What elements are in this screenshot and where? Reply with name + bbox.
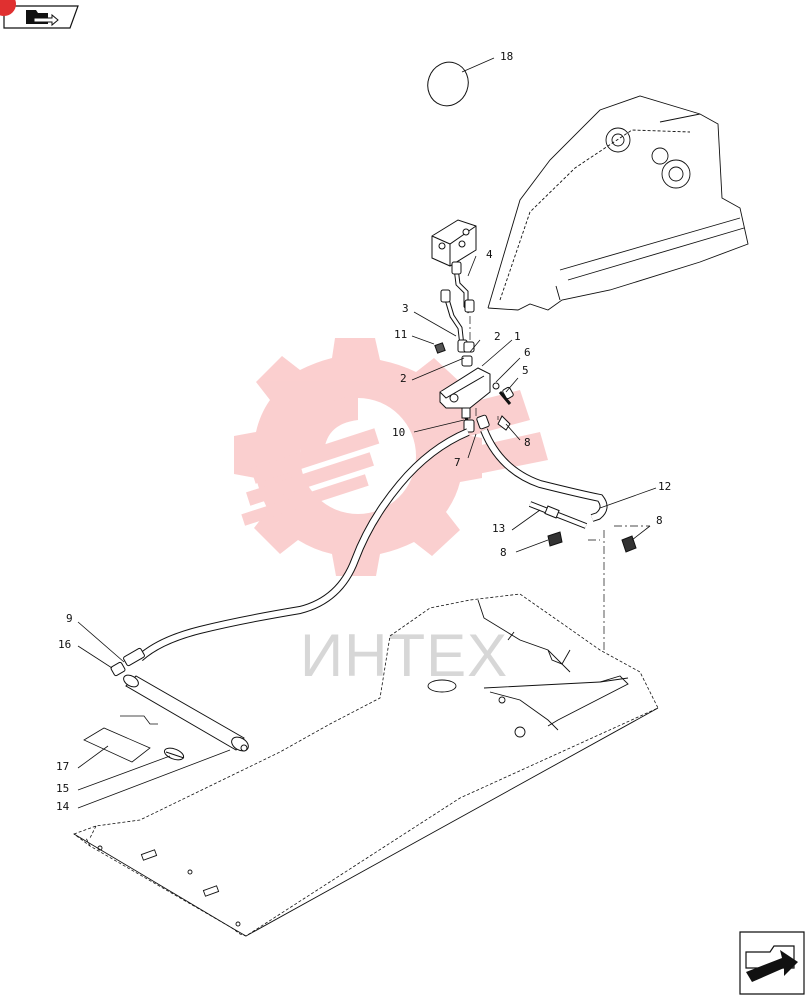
callout-9: 9 [66, 612, 73, 625]
hose-short [480, 428, 608, 529]
callout-12: 12 [658, 480, 671, 493]
callout-4: 4 [486, 248, 493, 261]
callout-2b: 2 [400, 372, 407, 385]
next-arrow-icon [745, 945, 798, 982]
callout-3: 3 [402, 302, 409, 315]
callout-2a: 2 [494, 330, 501, 343]
rigid-pipes [440, 261, 475, 353]
small-fittings [434, 342, 637, 553]
valve-block-top [431, 219, 477, 267]
callout-5: 5 [522, 364, 529, 377]
callout-8b: 8 [500, 546, 507, 559]
callout-11: 11 [394, 328, 407, 341]
callout-16: 16 [58, 638, 71, 651]
callout-10: 10 [392, 426, 405, 439]
center-lines [469, 316, 650, 650]
loader-arm [487, 95, 749, 311]
callout-6: 6 [524, 346, 531, 359]
red-marker [0, 0, 16, 16]
callout-labels: 18 4 3 2 1 11 2 6 5 10 8 7 12 13 8 8 9 1… [56, 50, 671, 813]
clamp [163, 747, 185, 761]
callout-8c: 8 [656, 514, 663, 527]
watermark-logo [234, 338, 548, 576]
label-sticker [83, 715, 158, 763]
callout-1: 1 [514, 330, 521, 343]
folder-arrow-icon [26, 10, 59, 27]
callout-15: 15 [56, 782, 69, 795]
callout-17: 17 [56, 760, 69, 773]
callout-13: 13 [492, 522, 505, 535]
hose-long [110, 428, 470, 677]
floor-plate [73, 593, 659, 937]
floor-plate-solid-edges [73, 599, 659, 937]
forward-nav-button[interactable] [739, 931, 805, 995]
leader-lines [77, 57, 657, 809]
callout-8a: 8 [524, 436, 531, 449]
callout-7: 7 [454, 456, 461, 469]
back-nav-button[interactable] [0, 0, 79, 29]
seal-ring [427, 61, 469, 107]
main-valve [439, 341, 491, 419]
callout-14: 14 [56, 800, 70, 813]
callout-18: 18 [500, 50, 513, 63]
watermark-text: ИНТЕХ [300, 622, 508, 689]
accumulator [123, 674, 249, 752]
